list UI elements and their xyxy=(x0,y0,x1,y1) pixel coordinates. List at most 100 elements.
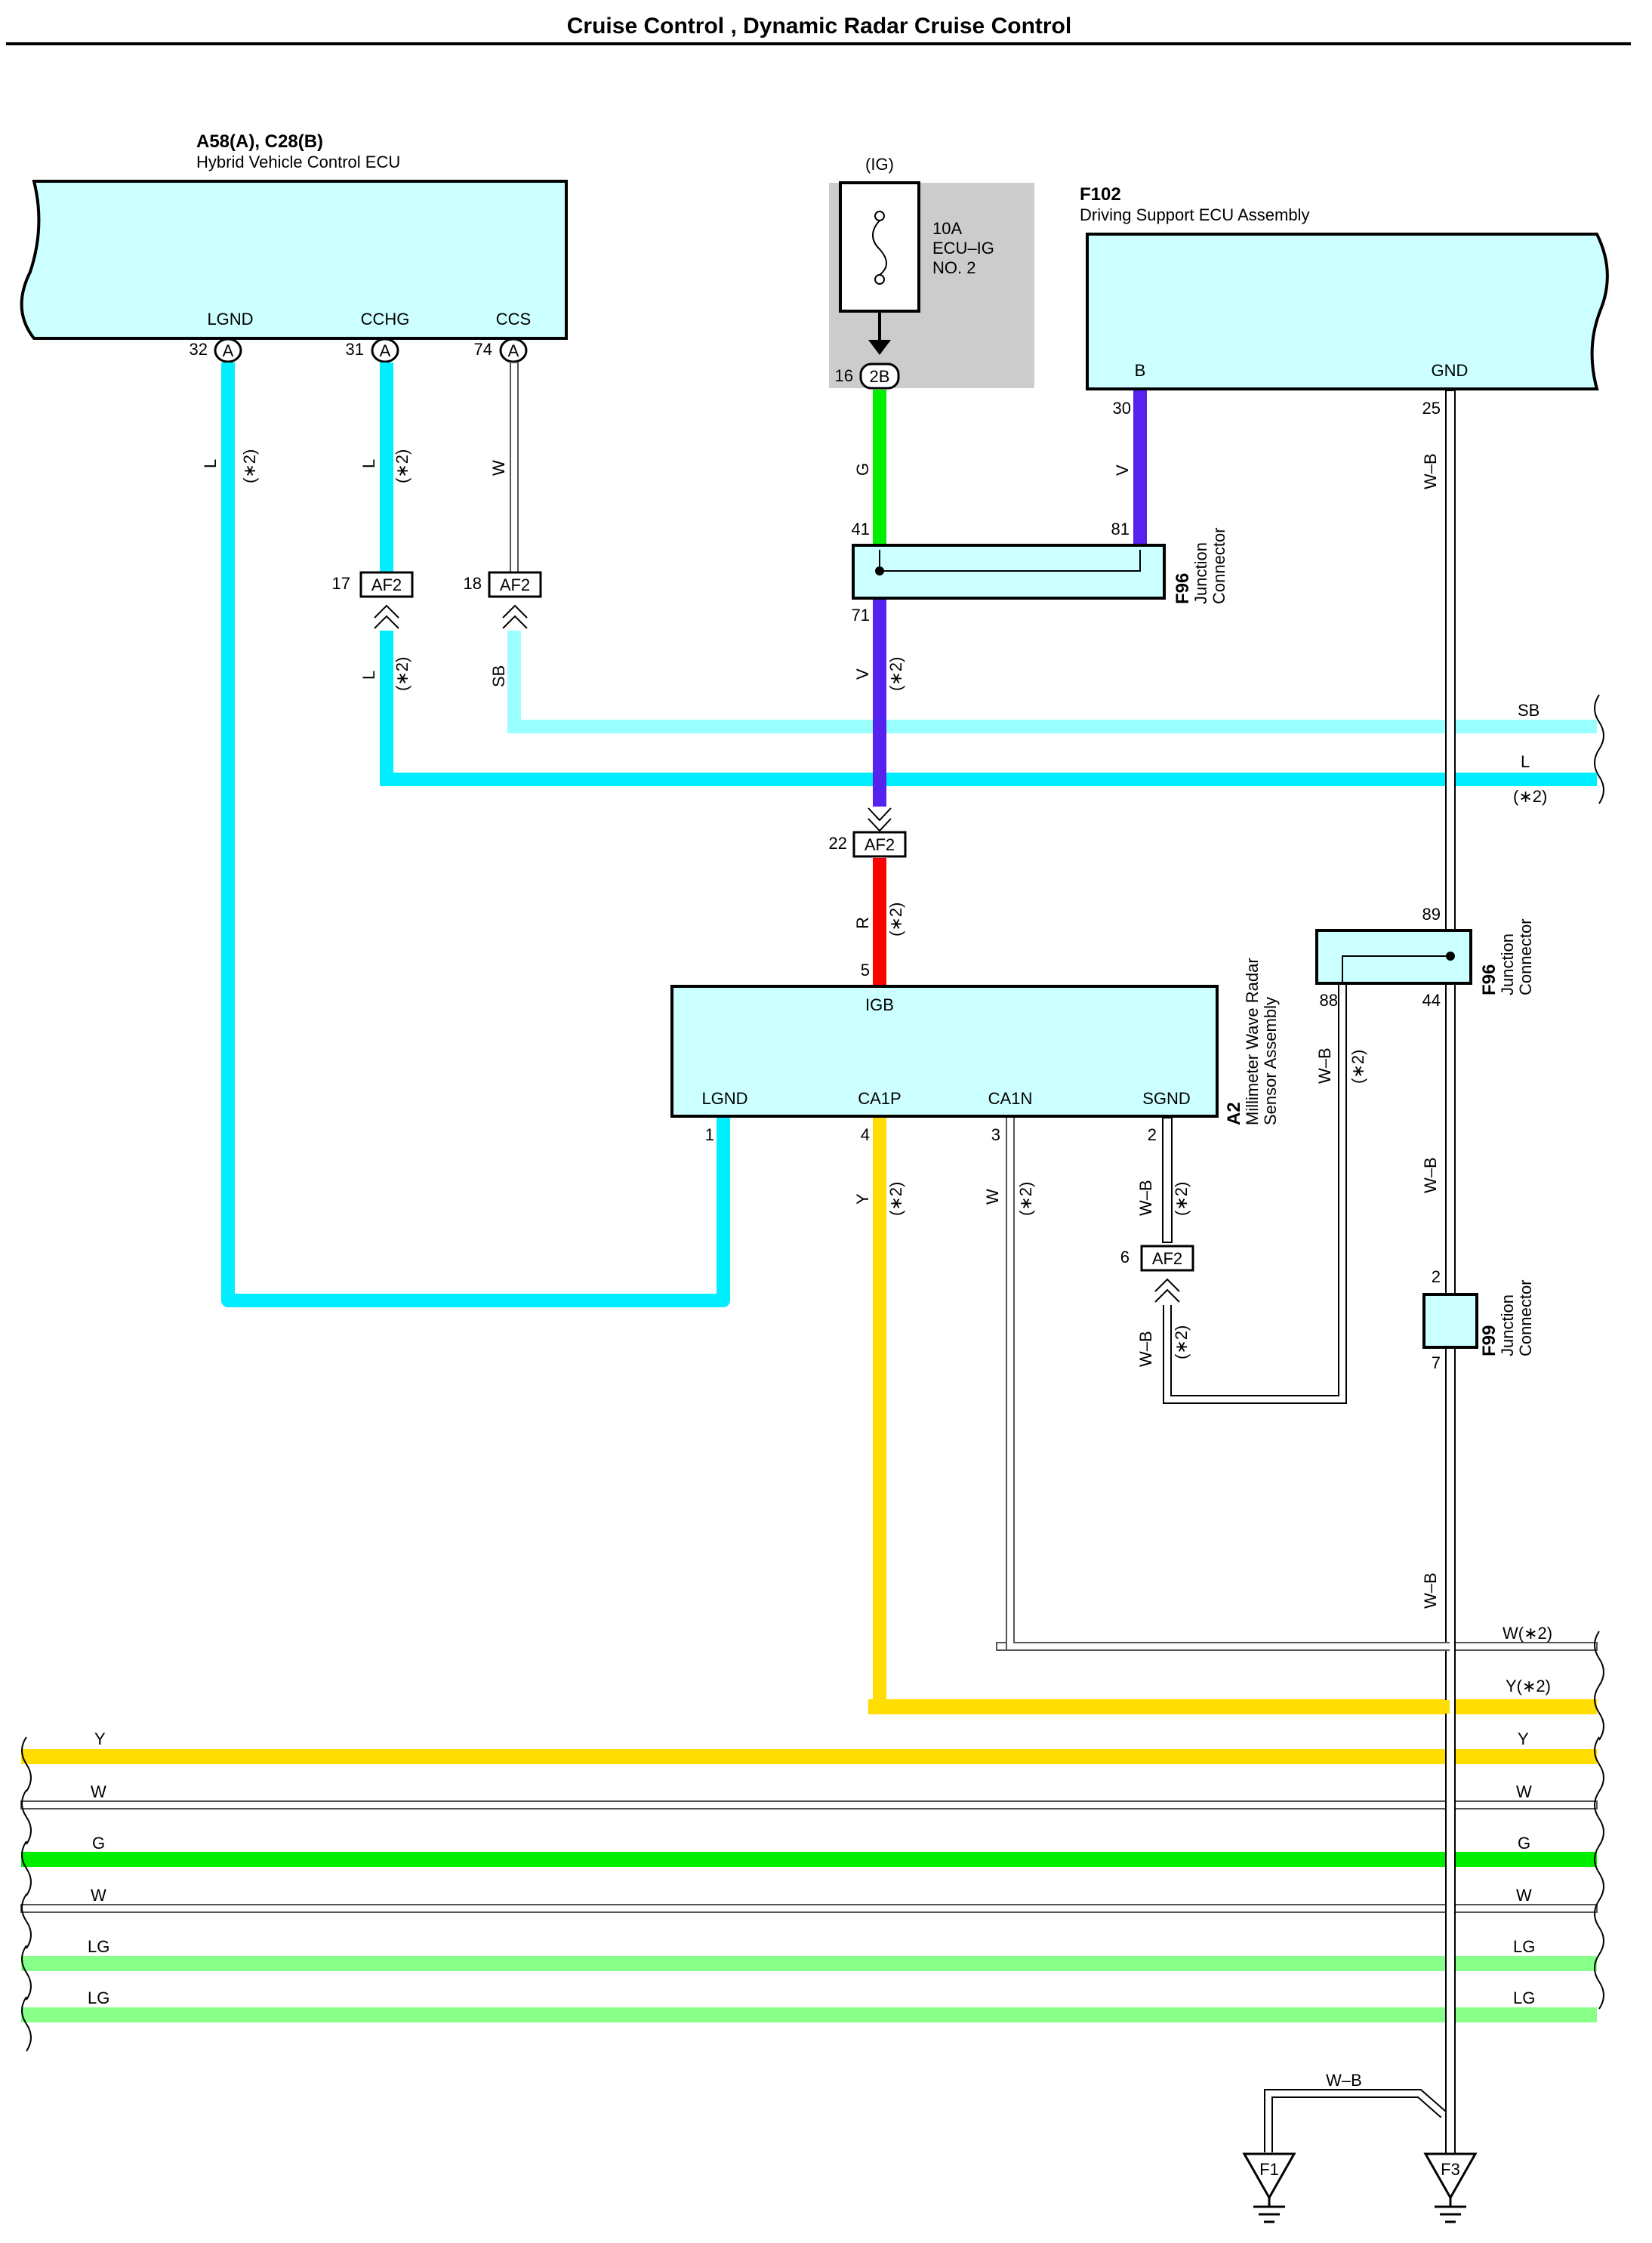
svg-text:LG: LG xyxy=(88,1988,109,2007)
svg-text:81: 81 xyxy=(1111,520,1130,538)
ground-f3: F3 xyxy=(1423,2152,1478,2223)
af2-connector-17: 17 AF2 xyxy=(332,571,414,629)
svg-text:(∗2): (∗2) xyxy=(1513,787,1547,806)
svg-text:16: 16 xyxy=(835,366,853,385)
svg-text:AF2: AF2 xyxy=(1152,1249,1182,1268)
svg-text:A2: A2 xyxy=(1224,1102,1244,1125)
svg-text:F1: F1 xyxy=(1259,2160,1279,2179)
af2-connector-22: 22 AF2 xyxy=(829,831,907,858)
right-break-marks xyxy=(1594,694,1604,2010)
svg-text:Y: Y xyxy=(94,1729,106,1748)
svg-text:F102: F102 xyxy=(1080,184,1121,205)
svg-text:AF2: AF2 xyxy=(500,575,530,594)
svg-text:Y(∗2): Y(∗2) xyxy=(1506,1677,1551,1695)
svg-text:88: 88 xyxy=(1320,991,1338,1010)
svg-text:Y: Y xyxy=(1518,1729,1529,1748)
radar-sensor-assembly: IGB LGND CA1P CA1N SGND 1 4 3 2 A2 Milli… xyxy=(670,958,1280,1144)
hv-control-ecu: A58(A), C28(B) Hybrid Vehicle Control EC… xyxy=(20,131,568,363)
svg-text:SGND: SGND xyxy=(1142,1089,1191,1108)
svg-text:B: B xyxy=(1135,361,1146,380)
ground-f1: F1 xyxy=(1242,2152,1296,2223)
svg-text:32: 32 xyxy=(190,340,208,359)
svg-text:L: L xyxy=(359,459,378,468)
svg-text:Connector: Connector xyxy=(1516,918,1535,995)
svg-text:71: 71 xyxy=(852,606,870,625)
svg-text:(∗2): (∗2) xyxy=(1348,1050,1367,1084)
svg-text:6: 6 xyxy=(1120,1248,1130,1267)
svg-text:(∗2): (∗2) xyxy=(1016,1182,1035,1216)
svg-text:44: 44 xyxy=(1422,991,1441,1010)
f99-junction: 2 7 F99 Junction Connector xyxy=(1422,1267,1535,1372)
svg-text:IGB: IGB xyxy=(865,995,894,1014)
svg-text:W: W xyxy=(91,1782,106,1801)
svg-text:(∗2): (∗2) xyxy=(1172,1182,1191,1216)
svg-text:G: G xyxy=(92,1834,105,1853)
svg-text:2B: 2B xyxy=(870,367,890,386)
svg-text:F3: F3 xyxy=(1441,2160,1460,2179)
svg-text:CA1P: CA1P xyxy=(858,1089,901,1108)
svg-text:W–B: W–B xyxy=(1421,1157,1440,1193)
svg-text:CCS: CCS xyxy=(496,310,531,329)
svg-text:W: W xyxy=(489,460,508,476)
svg-text:V: V xyxy=(1113,464,1132,476)
svg-text:25: 25 xyxy=(1422,399,1441,418)
left-break-marks xyxy=(21,1736,32,2052)
svg-text:Driving Support ECU Assembly: Driving Support ECU Assembly xyxy=(1080,205,1309,224)
f96-junction-top: 41 81 71 F96 Junction Connector xyxy=(852,520,1228,625)
svg-text:W: W xyxy=(983,1189,1002,1205)
svg-text:(∗2): (∗2) xyxy=(886,902,905,936)
svg-text:F96: F96 xyxy=(1479,964,1499,995)
bus-wires xyxy=(20,1642,1598,2022)
svg-text:A: A xyxy=(223,341,234,360)
svg-text:W–B: W–B xyxy=(1326,2071,1362,2090)
af2-connector-6: 6 AF2 xyxy=(1120,1245,1194,1303)
svg-text:AF2: AF2 xyxy=(865,835,895,854)
svg-text:W: W xyxy=(91,1886,106,1905)
svg-text:Junction: Junction xyxy=(1191,542,1210,604)
svg-text:Connector: Connector xyxy=(1516,1279,1535,1356)
svg-text:31: 31 xyxy=(346,340,364,359)
svg-text:7: 7 xyxy=(1432,1353,1441,1372)
svg-text:(∗2): (∗2) xyxy=(1172,1325,1191,1359)
svg-text:2: 2 xyxy=(1148,1125,1157,1144)
svg-text:(∗2): (∗2) xyxy=(393,657,411,691)
svg-text:L: L xyxy=(1521,752,1530,771)
svg-text:G: G xyxy=(1518,1834,1530,1853)
svg-text:AF2: AF2 xyxy=(371,575,402,594)
svg-text:W–B: W–B xyxy=(1136,1331,1155,1367)
svg-text:W–B: W–B xyxy=(1421,453,1440,489)
svg-text:F99: F99 xyxy=(1479,1325,1499,1356)
svg-text:1: 1 xyxy=(705,1125,714,1144)
svg-text:ECU–IG: ECU–IG xyxy=(932,239,994,258)
svg-text:Junction: Junction xyxy=(1498,933,1517,995)
svg-text:4: 4 xyxy=(861,1125,870,1144)
svg-text:W–B: W–B xyxy=(1136,1180,1155,1216)
svg-text:(∗2): (∗2) xyxy=(886,1182,905,1216)
svg-text:A: A xyxy=(380,341,391,360)
svg-text:Hybrid Vehicle Control ECU: Hybrid Vehicle Control ECU xyxy=(196,153,400,171)
svg-text:LG: LG xyxy=(1513,1988,1535,2007)
svg-text:Junction: Junction xyxy=(1498,1294,1517,1356)
svg-text:SB: SB xyxy=(1518,701,1540,720)
svg-text:W: W xyxy=(1516,1782,1532,1801)
svg-text:LG: LG xyxy=(88,1937,109,1956)
fuse-ecu-ig-no2: (IG) 10A ECU–IG NO. 2 16 2B xyxy=(829,155,1034,390)
svg-text:L: L xyxy=(359,671,378,680)
driving-support-ecu: F102 Driving Support ECU Assembly B GND … xyxy=(1080,184,1609,418)
af2-connector-18: 18 AF2 xyxy=(464,571,542,629)
svg-text:10A: 10A xyxy=(932,219,962,238)
page-title: Cruise Control , Dynamic Radar Cruise Co… xyxy=(567,14,1071,39)
svg-text:(∗2): (∗2) xyxy=(240,449,259,483)
svg-text:Connector: Connector xyxy=(1210,527,1228,604)
svg-text:L: L xyxy=(201,459,220,468)
svg-text:2: 2 xyxy=(1432,1267,1441,1286)
svg-text:22: 22 xyxy=(829,834,847,853)
svg-text:30: 30 xyxy=(1113,399,1131,418)
svg-text:W–B: W–B xyxy=(1315,1047,1334,1084)
svg-text:(∗2): (∗2) xyxy=(393,449,411,483)
svg-text:V: V xyxy=(853,668,872,680)
svg-text:41: 41 xyxy=(852,520,870,538)
svg-text:W–B: W–B xyxy=(1421,1572,1440,1609)
svg-text:3: 3 xyxy=(991,1125,1000,1144)
